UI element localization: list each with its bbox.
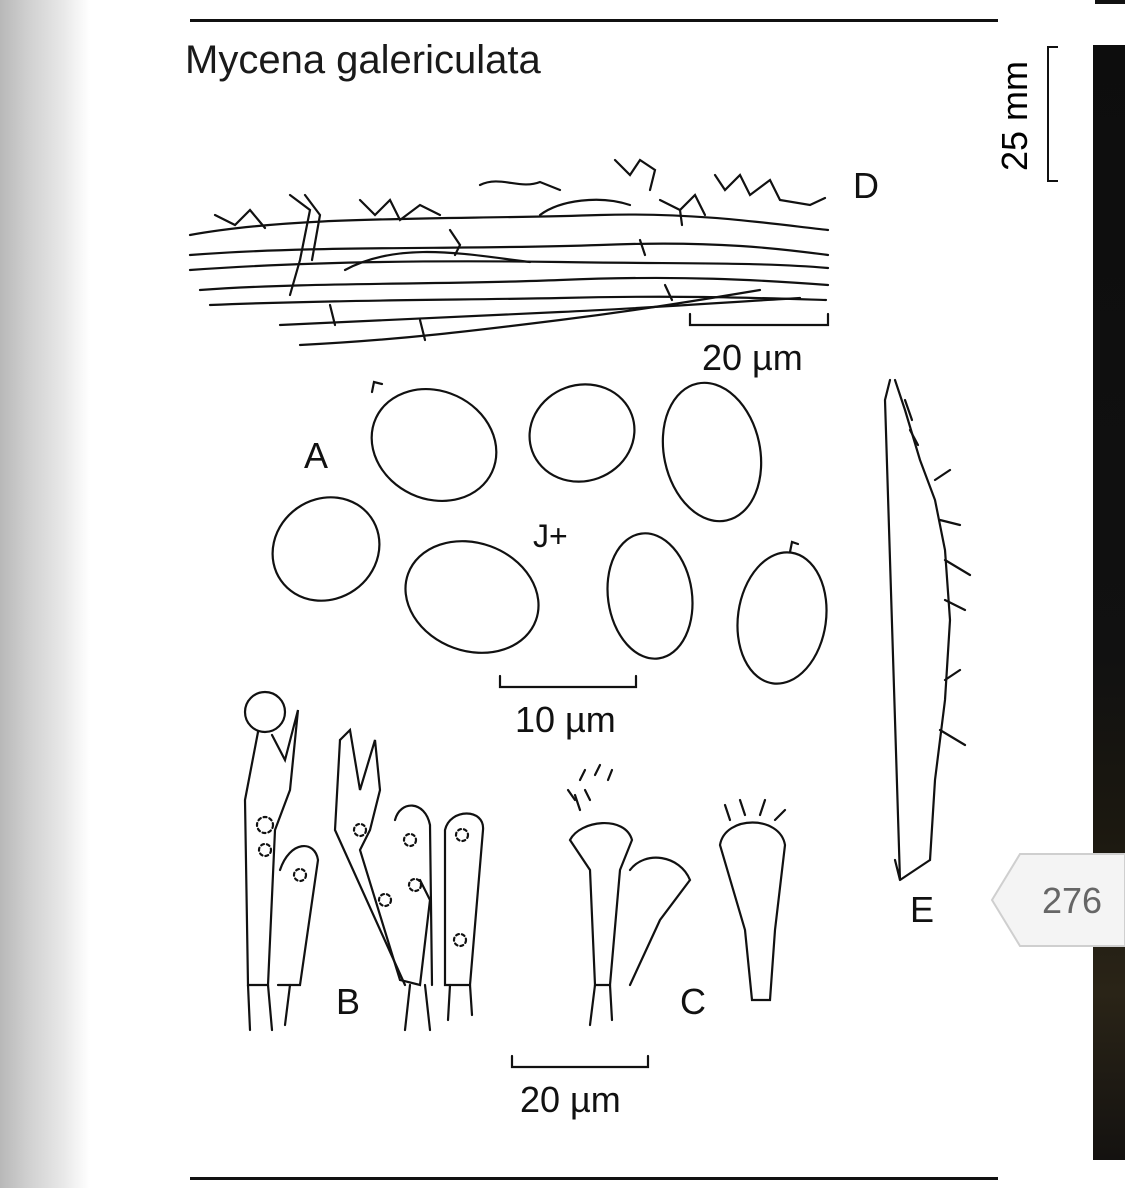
pileipellis-hyphae-d (188, 158, 830, 347)
scale-label-cells: 20 µm (520, 1079, 621, 1120)
cheilocystidia-c (566, 763, 787, 1027)
page-number: 276 (1042, 880, 1103, 921)
bottom-rule (190, 1177, 998, 1180)
scale-bar-cells (510, 1054, 650, 1069)
adjacent-photo-strip (1093, 45, 1125, 1160)
basidia-b (243, 690, 485, 1032)
spores-a (271, 380, 828, 685)
scale-label-hyphae: 20 µm (702, 337, 803, 378)
macro-scale-bracket (1047, 46, 1058, 182)
scale-bar-spores (498, 674, 638, 689)
caulocystidia-e (883, 378, 972, 882)
species-title: Mycena galericulata (185, 38, 541, 82)
photo-edge (1095, 0, 1125, 4)
label-j-plus: J+ (533, 518, 568, 554)
label-d: D (853, 165, 879, 206)
label-a: A (304, 435, 329, 476)
macro-scale: 25 mm (990, 45, 1070, 185)
page-gutter-shadow (0, 0, 90, 1188)
label-b: B (336, 981, 361, 1022)
page-number-badge[interactable]: 276 (990, 852, 1125, 948)
scale-bar-hyphae (688, 312, 830, 327)
label-e: E (910, 889, 935, 930)
top-rule (190, 19, 998, 22)
scale-label-spores: 10 µm (515, 699, 616, 740)
label-c: C (680, 981, 706, 1022)
